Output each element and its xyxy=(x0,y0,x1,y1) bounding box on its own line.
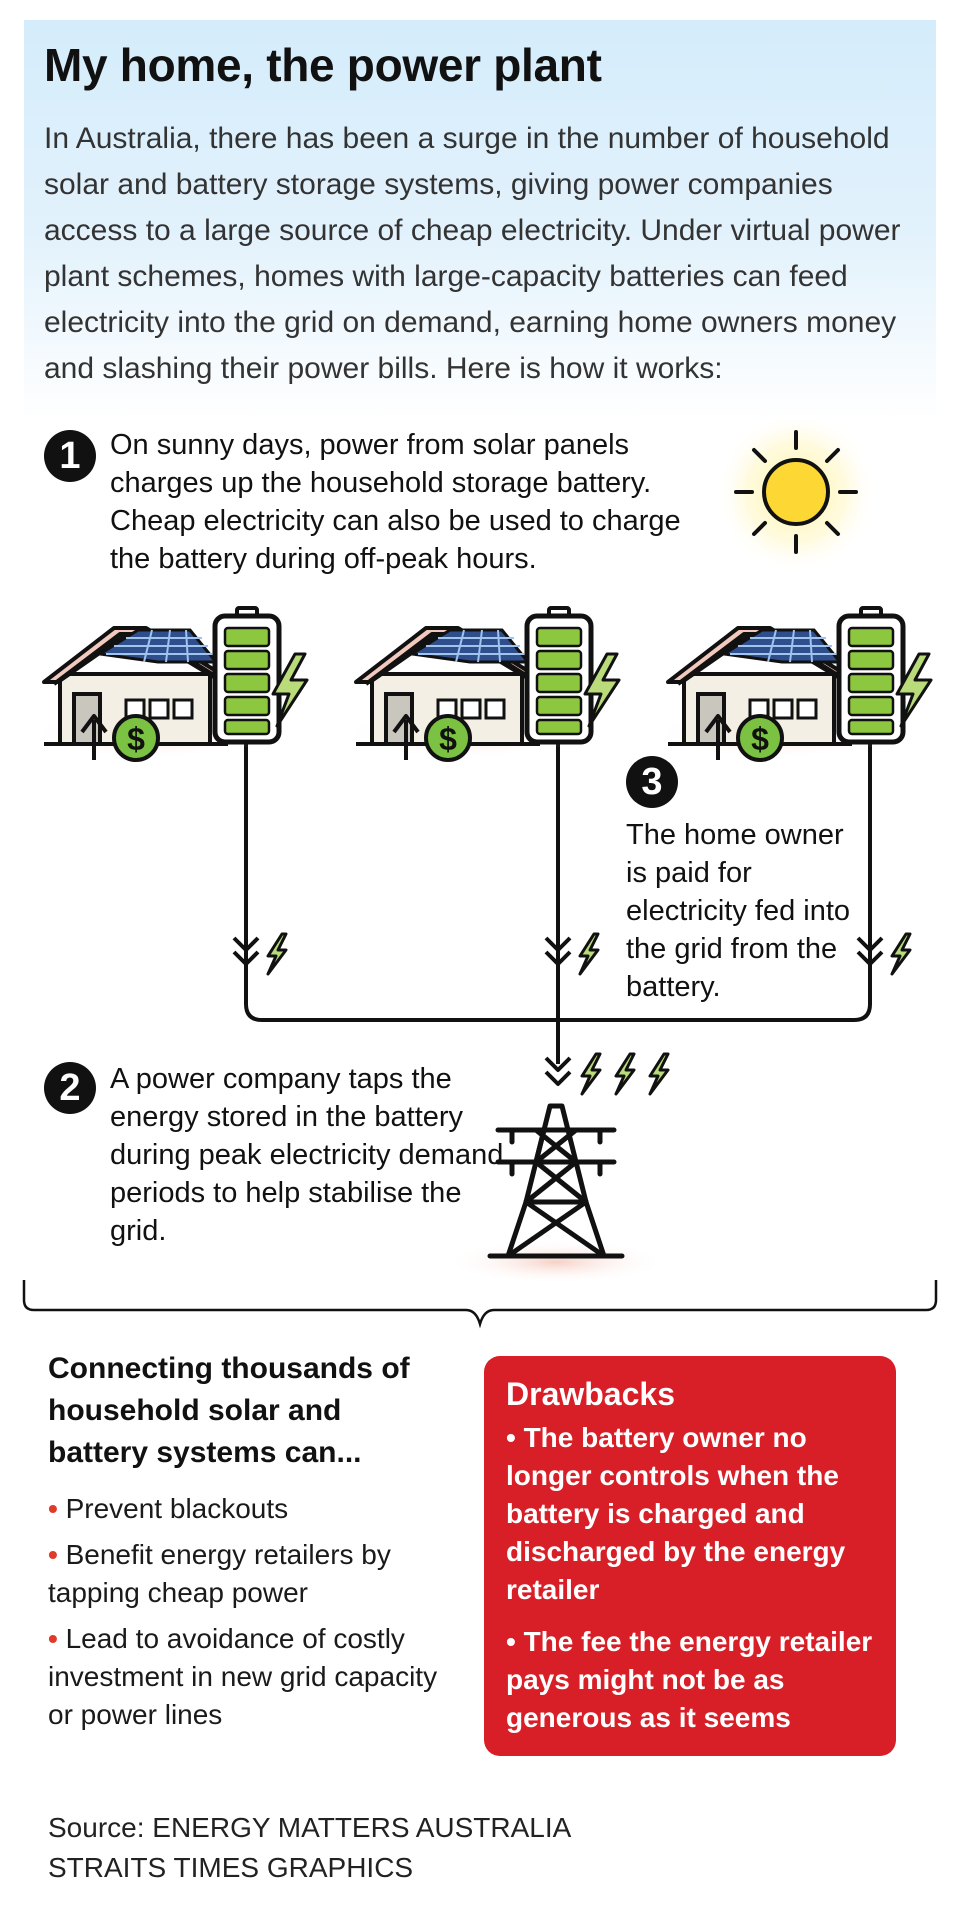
step-1-text: On sunny days, power from solar panels c… xyxy=(110,429,681,575)
sun-icon xyxy=(714,410,878,574)
lightning-bolt-icon xyxy=(578,932,600,976)
lightning-bolt-icon xyxy=(580,1052,602,1096)
battery-icon xyxy=(527,608,619,742)
lightning-bolt-icon xyxy=(890,932,912,976)
drawbacks-panel: Drawbacks • The battery owner no longer … xyxy=(484,1356,896,1756)
list-item: • The fee the energy retailer pays might… xyxy=(506,1626,873,1733)
household-system-2 xyxy=(342,608,619,976)
benefit-text: Benefit energy retailers by tapping chea… xyxy=(48,1539,391,1608)
intro-paragraph: In Australia, there has been a surge in … xyxy=(44,122,901,385)
lightning-bolt-icon xyxy=(648,1052,670,1096)
lightning-bolt-icon xyxy=(266,932,288,976)
list-item: • The battery owner no longer controls w… xyxy=(506,1422,846,1605)
step-3-badge: 3 xyxy=(626,756,678,808)
step-2-badge: 2 xyxy=(44,1062,96,1114)
bullet-icon: • xyxy=(48,1623,58,1654)
step-3-text: The home owner is paid for electricity f… xyxy=(626,819,851,1003)
header-background xyxy=(24,20,936,420)
household-system-1 xyxy=(30,608,307,976)
list-item: • Benefit energy retailers by tapping ch… xyxy=(48,1536,448,1612)
grid-feed-indicator xyxy=(544,1052,670,1096)
brace xyxy=(22,1280,938,1329)
dollar-coin-icon xyxy=(392,714,472,762)
credit-line: STRAITS TIMES GRAPHICS xyxy=(48,1852,414,1883)
bullet-icon: • xyxy=(48,1539,58,1570)
bullet-icon: • xyxy=(48,1493,58,1524)
source-line: Source: ENERGY MATTERS AUSTRALIA xyxy=(48,1812,572,1843)
step-2-text: A power company taps the energy stored i… xyxy=(110,1063,504,1247)
dollar-coin-icon xyxy=(704,714,784,762)
lightning-bolt-icon xyxy=(614,1052,636,1096)
benefit-text: Prevent blackouts xyxy=(65,1493,289,1524)
battery-icon xyxy=(215,608,307,742)
list-item: • Prevent blackouts xyxy=(48,1490,448,1528)
benefit-text: Lead to avoidance of costly investment i… xyxy=(48,1623,438,1730)
benefits-heading: Connecting thousands of household solar … xyxy=(48,1352,410,1469)
page-title: My home, the power plant xyxy=(44,39,602,91)
power-pylon-icon xyxy=(446,1103,666,1284)
benefits-list: • Prevent blackouts • Benefit energy ret… xyxy=(48,1490,448,1742)
grid-wires xyxy=(244,738,872,1064)
drawbacks-heading: Drawbacks xyxy=(506,1376,675,1412)
source-credit: Source: ENERGY MATTERS AUSTRALIA STRAITS… xyxy=(48,1808,571,1888)
list-item: • Lead to avoidance of costly investment… xyxy=(48,1620,448,1734)
dollar-coin-icon xyxy=(80,714,160,762)
drawbacks-list: • The battery owner no longer controls w… xyxy=(506,1419,874,1737)
step-1-badge: 1 xyxy=(44,430,96,482)
battery-icon xyxy=(839,608,931,742)
